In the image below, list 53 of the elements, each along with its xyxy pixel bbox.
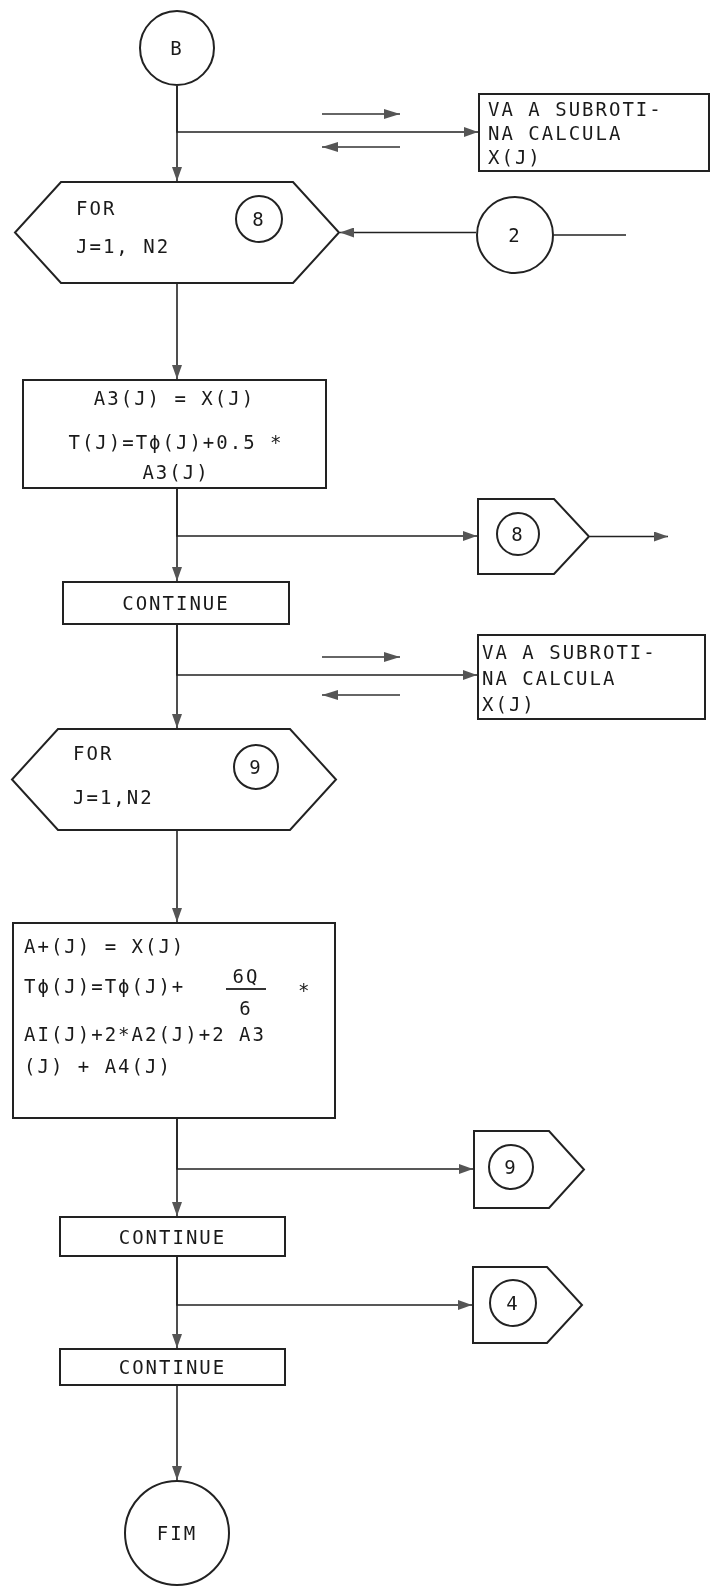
process-box bbox=[478, 93, 710, 172]
connector-label: B bbox=[169, 36, 185, 61]
loop-hexagon bbox=[11, 728, 337, 831]
statement-text: FOR J=1,N2 bbox=[73, 741, 155, 810]
connector-label: 9 bbox=[503, 1155, 519, 1180]
connector-circle bbox=[488, 1144, 534, 1190]
statement-text: VA A SUBROTI- NA CALCULA X(J) bbox=[482, 640, 658, 717]
statement-text: CONTINUE bbox=[117, 1224, 228, 1250]
connector-label: FIM bbox=[155, 1521, 199, 1546]
flow-arrow bbox=[172, 283, 182, 380]
statement-text: VA A SUBROTI- NA CALCULA X(J) bbox=[488, 97, 664, 169]
statement-text: * bbox=[298, 978, 313, 1003]
process-box bbox=[12, 922, 336, 1119]
process-box bbox=[62, 581, 290, 625]
fraction-numerator: 6Q bbox=[226, 964, 266, 990]
off-page-connector bbox=[477, 498, 590, 575]
connector-label: 2 bbox=[507, 223, 523, 248]
connector-circle bbox=[489, 1279, 537, 1327]
statement-text: AI(J)+2*A2(J)+2 A3 (J) + A4(J) bbox=[24, 1022, 267, 1079]
process-box bbox=[22, 379, 327, 489]
statement-text: A3(J) = X(J) bbox=[92, 386, 257, 411]
statement-text: CONTINUE bbox=[121, 591, 231, 616]
statement-text: FOR J=1, N2 bbox=[76, 196, 172, 259]
connector-circle bbox=[139, 10, 215, 86]
connector-circle bbox=[233, 744, 279, 790]
flow-arrow bbox=[339, 227, 477, 238]
connector-circle bbox=[124, 1480, 230, 1586]
flow-arrow bbox=[176, 488, 478, 541]
off-page-connector bbox=[472, 1266, 583, 1344]
process-box bbox=[477, 634, 706, 720]
flow-arrow bbox=[176, 85, 479, 137]
connector-circle bbox=[476, 196, 554, 274]
statement-text: Tϕ(J)=Tϕ(J)+ bbox=[24, 974, 187, 999]
flow-arrow bbox=[172, 1385, 182, 1481]
connector-label: 8 bbox=[510, 522, 526, 547]
connector-label: 9 bbox=[248, 755, 264, 780]
loop-hexagon bbox=[14, 181, 340, 284]
flow-arrow bbox=[589, 531, 669, 542]
connector-label: 4 bbox=[505, 1291, 521, 1316]
process-box bbox=[59, 1216, 286, 1257]
flow-arrow bbox=[176, 1256, 473, 1310]
connector-circle bbox=[235, 195, 283, 243]
connector-circle bbox=[496, 512, 540, 556]
process-box bbox=[59, 1348, 286, 1386]
flow-arrow bbox=[176, 1118, 474, 1174]
statement-text: A+(J) = X(J) bbox=[24, 934, 187, 959]
flow-arrow bbox=[172, 830, 182, 923]
statement-text: CONTINUE bbox=[117, 1355, 228, 1380]
statement-text: 6 bbox=[238, 996, 254, 1021]
off-page-connector bbox=[473, 1130, 585, 1209]
connector-label: 8 bbox=[251, 207, 267, 232]
statement-text: T(J)=Tϕ(J)+0.5 * A3(J) bbox=[67, 430, 285, 485]
flow-arrow bbox=[176, 624, 478, 680]
